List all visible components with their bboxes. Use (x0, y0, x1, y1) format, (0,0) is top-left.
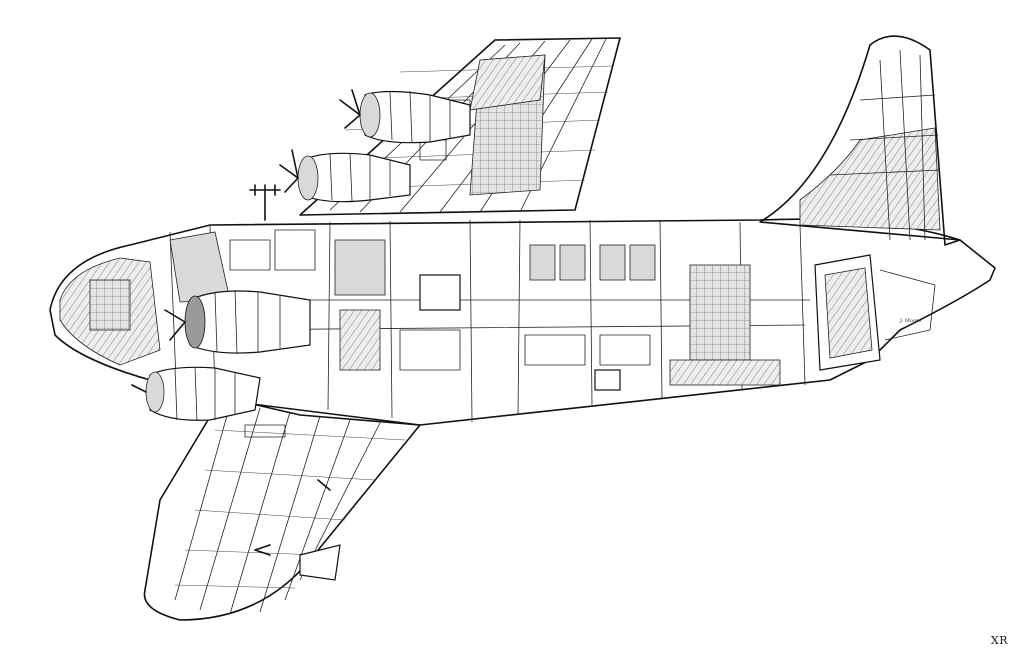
lower-wing (143, 399, 421, 621)
lower-engine-inner (164, 289, 311, 355)
artist-signature: J. Moore (899, 318, 921, 324)
seat-row (529, 244, 656, 281)
antenna-mast (249, 184, 281, 221)
lower-engine-outer (131, 366, 261, 422)
passenger-cabin (334, 239, 781, 391)
upper-engine-inner (279, 149, 411, 203)
upper-wing (299, 37, 621, 216)
tail-door: J. Moore (814, 254, 936, 371)
tail-fin (759, 35, 961, 246)
corner-mark: XR (990, 634, 1008, 647)
upper-engine-outer (339, 89, 471, 144)
